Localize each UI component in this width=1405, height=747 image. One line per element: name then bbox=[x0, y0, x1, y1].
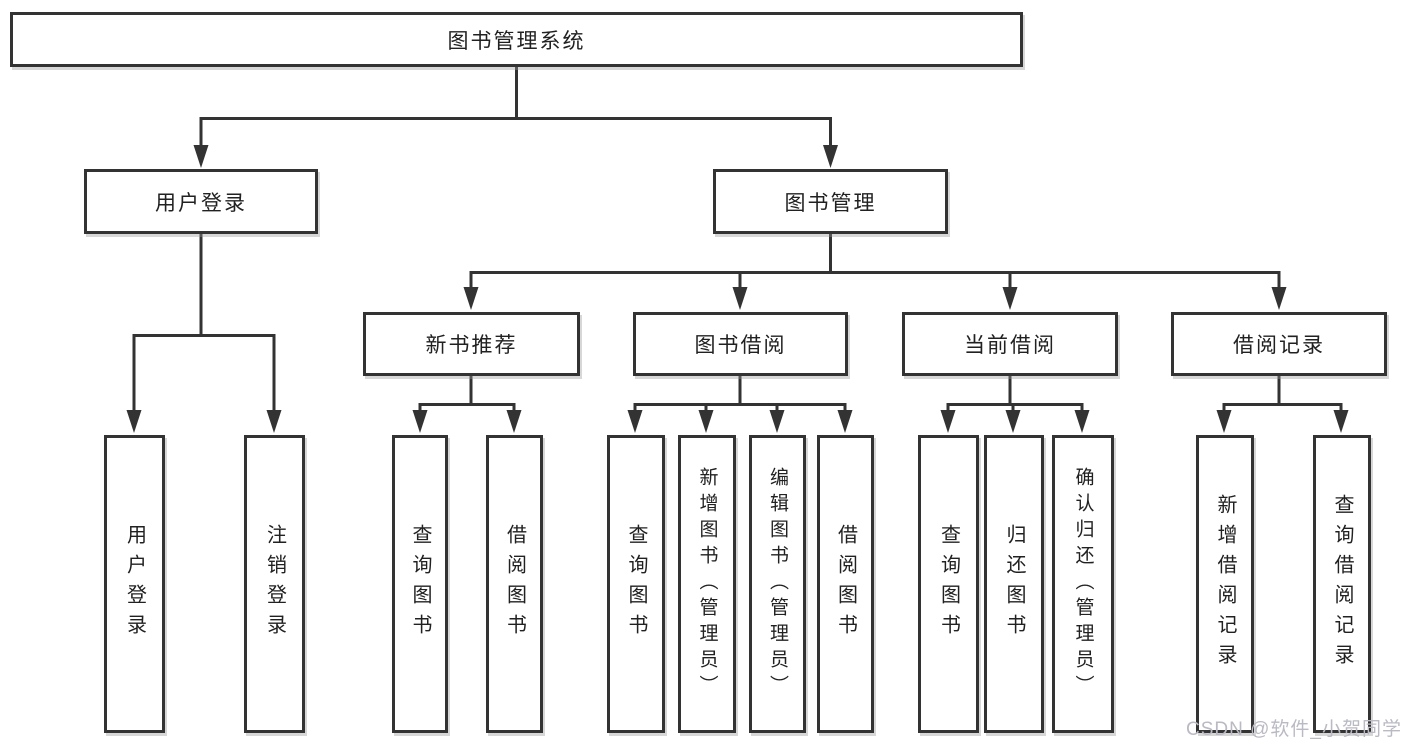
leaf-node-add-books-admin: 新增图书（管理员） bbox=[678, 435, 736, 733]
node-user-login: 用户登录 bbox=[84, 169, 318, 234]
leaf-node-confirm-return-admin: 确认归还（管理员） bbox=[1052, 435, 1114, 733]
node-label: 图书管理系统 bbox=[447, 29, 586, 53]
watermark: CSDN @软件_小贺同学 bbox=[1186, 719, 1402, 740]
node-label: 用户登录 bbox=[155, 191, 247, 215]
node-book-borrow: 图书借阅 bbox=[633, 312, 848, 376]
node-label: 用户登录 bbox=[123, 524, 146, 644]
leaf-node-query-books: 查询图书 bbox=[918, 435, 979, 733]
node-label: 查询图书 bbox=[625, 524, 647, 644]
arrowhead-icons bbox=[126, 145, 1349, 433]
node-label: 新增借阅记录 bbox=[1214, 494, 1236, 674]
node-label: 当前借阅 bbox=[964, 334, 1056, 357]
leaf-node-borrow-books: 借阅图书 bbox=[817, 435, 874, 733]
leaf-node-edit-books-admin: 编辑图书（管理员） bbox=[749, 435, 806, 733]
leaf-node-query-books: 查询图书 bbox=[392, 435, 448, 733]
node-new-book-recommend: 新书推荐 bbox=[363, 312, 580, 376]
node-label: 图书管理 bbox=[784, 191, 877, 215]
node-label: 借阅图书 bbox=[503, 524, 526, 644]
node-label: 图书借阅 bbox=[694, 334, 787, 357]
leaf-node-query-books: 查询图书 bbox=[607, 435, 665, 733]
node-label: 查询图书 bbox=[937, 524, 960, 644]
leaf-node-user-login: 用户登录 bbox=[104, 435, 165, 733]
leaf-node-logout: 注销登录 bbox=[244, 435, 305, 733]
node-root-book-management-system: 图书管理系统 bbox=[10, 12, 1023, 67]
node-label: 借阅记录 bbox=[1233, 334, 1325, 357]
node-label: 借阅图书 bbox=[834, 524, 857, 644]
leaf-node-query-borrow-record: 查询借阅记录 bbox=[1313, 435, 1371, 733]
node-label: 新书推荐 bbox=[425, 334, 518, 357]
node-label: 编辑图书（管理员） bbox=[767, 467, 788, 701]
node-label: 新增图书（管理员） bbox=[696, 467, 718, 701]
leaf-node-return-books: 归还图书 bbox=[984, 435, 1044, 733]
node-label: 查询图书 bbox=[409, 524, 431, 644]
node-current-borrow: 当前借阅 bbox=[902, 312, 1118, 376]
node-label: 注销登录 bbox=[263, 524, 286, 644]
node-book-management: 图书管理 bbox=[713, 169, 948, 234]
node-borrow-records: 借阅记录 bbox=[1171, 312, 1387, 376]
leaf-node-add-borrow-record: 新增借阅记录 bbox=[1196, 435, 1254, 733]
node-label: 确认归还（管理员） bbox=[1072, 467, 1094, 701]
node-label: 归还图书 bbox=[1003, 524, 1025, 644]
node-label: 查询借阅记录 bbox=[1331, 494, 1353, 674]
leaf-node-borrow-books: 借阅图书 bbox=[486, 435, 543, 733]
